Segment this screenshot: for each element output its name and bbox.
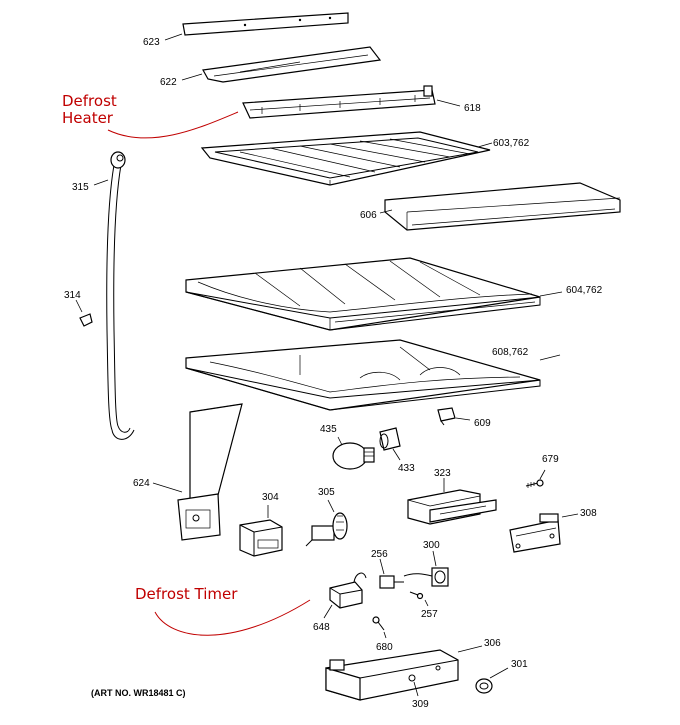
label-256: 256 <box>371 549 388 560</box>
label-648: 648 <box>313 622 330 633</box>
label-306: 306 <box>484 638 501 649</box>
part-300-overload <box>403 550 449 587</box>
part-618-defrost-heater <box>242 85 461 119</box>
label-314: 314 <box>64 290 81 301</box>
label-304: 304 <box>262 492 279 503</box>
label-309: 309 <box>412 699 429 710</box>
label-679: 679 <box>542 454 559 465</box>
defrost-timer-label: Defrost Timer <box>135 585 238 603</box>
label-323: 323 <box>434 468 451 479</box>
defrost-timer-arrow <box>154 599 311 636</box>
part-609-bracket <box>437 407 471 426</box>
label-300: 300 <box>423 540 440 551</box>
part-314-clip <box>75 299 93 327</box>
part-433-socket <box>379 427 401 461</box>
part-309-pointer <box>413 681 419 697</box>
part-680-screw <box>372 616 387 639</box>
part-435-light-bulb <box>332 436 375 470</box>
label-624: 624 <box>133 478 150 489</box>
part-604-cover <box>185 257 563 331</box>
part-257-screw <box>409 591 429 607</box>
art-number: (ART NO. WR18481 C) <box>91 688 186 698</box>
part-256-connector <box>379 558 404 589</box>
part-301-cap <box>475 667 509 694</box>
label-609: 609 <box>474 418 491 429</box>
part-622-cover <box>181 46 382 83</box>
defrost-heater-label-line1: Defrost <box>62 92 117 110</box>
label-622: 622 <box>160 77 177 88</box>
label-618: 618 <box>464 103 481 114</box>
label-315: 315 <box>72 182 89 193</box>
part-606-front <box>379 182 621 231</box>
part-623-strip <box>164 12 349 41</box>
label-608: 608,762 <box>492 347 529 358</box>
part-648-defrost-timer <box>323 572 367 619</box>
part-306-base <box>325 645 483 701</box>
label-305: 305 <box>318 487 335 498</box>
part-304-relay <box>239 505 283 557</box>
label-606: 606 <box>360 210 377 221</box>
label-433: 433 <box>398 463 415 474</box>
label-257: 257 <box>421 609 438 620</box>
label-308: 308 <box>580 508 597 519</box>
label-623: 623 <box>143 37 160 48</box>
part-308-bracket <box>509 513 579 553</box>
label-680: 680 <box>376 642 393 653</box>
label-603: 603,762 <box>493 138 530 149</box>
part-679-screw <box>525 469 546 488</box>
part-608-lower-cover <box>185 339 561 411</box>
defrost-heater-arrow <box>107 111 239 139</box>
part-305-thermostat <box>305 499 348 547</box>
part-323-control-housing <box>407 478 497 525</box>
part-603-shelf <box>200 131 493 186</box>
part-624-duct <box>152 403 243 541</box>
part-315-drain-tube <box>93 151 135 440</box>
label-604: 604,762 <box>566 285 603 296</box>
defrost-heater-label-line2: Heater <box>62 109 114 127</box>
label-435: 435 <box>320 424 337 435</box>
label-301: 301 <box>511 659 528 670</box>
